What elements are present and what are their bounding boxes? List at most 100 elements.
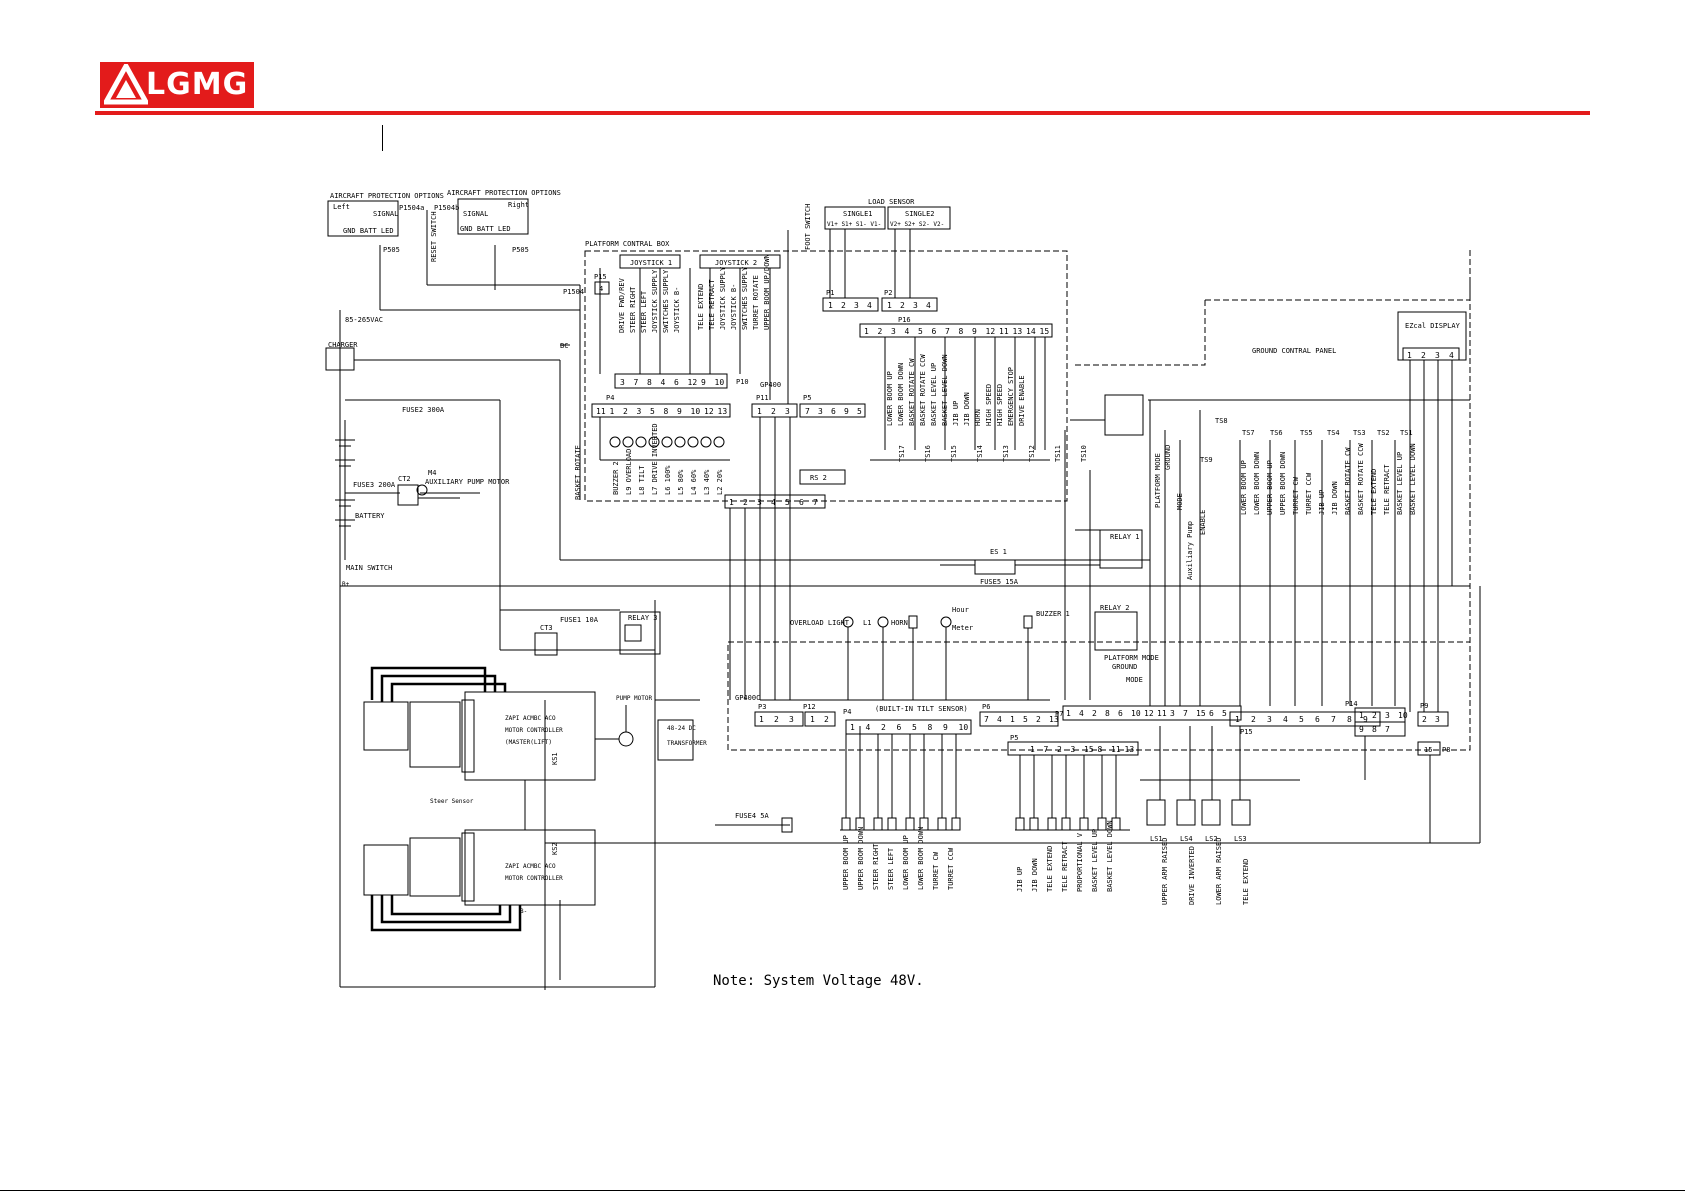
- fuse2-label: FUSE2 300A: [402, 406, 445, 414]
- p14-top-pin-1: 2: [1372, 711, 1377, 720]
- ct3-label: CT3: [540, 624, 553, 632]
- ls1-label: LS1: [1150, 835, 1163, 843]
- ground-switch-func-6: JIB UP: [1318, 490, 1326, 515]
- p16-pin-13: 15: [1040, 327, 1050, 336]
- p8-pin: 15: [1424, 746, 1432, 754]
- hour-meter-label-1: Hour: [952, 606, 969, 614]
- p12-label: P12: [803, 703, 816, 711]
- relay3-label: RELAY 3: [628, 614, 658, 622]
- joystick1-func-4: SWITCHES SUPPLY: [662, 269, 670, 333]
- ezcal-pin-3: 4: [1449, 351, 1454, 360]
- p3-pin-0: 1: [759, 715, 764, 724]
- ts1-label: TS1: [1400, 429, 1413, 437]
- joystick2-func-2: JOYSTICK SUPPLY: [719, 266, 727, 330]
- buzzer1-label: BUZZER 1: [1036, 610, 1070, 618]
- joystick1-func-2: STEER LEFT: [640, 290, 648, 333]
- p7-pin-7: 11: [1157, 709, 1167, 718]
- p10-pin-7: 10: [715, 378, 725, 387]
- relay2-label: RELAY 2: [1100, 604, 1130, 612]
- valve-func-left-1: UPPER BOOM DOWN: [857, 827, 865, 890]
- platform-switch-func-5: BASKET LEVEL DOWN: [941, 354, 949, 426]
- horn-label: HORN: [891, 619, 908, 627]
- p15b-pin-6: 7: [1331, 715, 1336, 724]
- es1-label: ES 1: [990, 548, 1007, 556]
- ks1-label: KS1: [551, 752, 559, 765]
- gp400-label: GP400: [760, 381, 781, 389]
- p16-pin-11: 13: [1013, 327, 1023, 336]
- p4-pin-8: 12: [704, 407, 714, 416]
- ground-switch-func-13: BASKET LEVEL DOWN: [1409, 443, 1417, 515]
- platform-switch-func-1: LOWER BOOM DOWN: [897, 363, 905, 426]
- p4b-pin-0: 1: [850, 723, 855, 732]
- rs-pin-3: 4: [771, 498, 776, 507]
- ts8-label: TS8: [1215, 417, 1228, 425]
- valve-func-left-7: TURRET CCW: [947, 847, 955, 890]
- p7-pin-10: 15: [1196, 709, 1206, 718]
- valve-func-right-5: BASKET LEVEL UP: [1091, 829, 1099, 892]
- ground-switch-func-10: TELE EXTEND: [1370, 469, 1378, 515]
- platform-mode-label-1: PLATFORM MODE: [1154, 453, 1162, 508]
- ground-switch-func-9: BASKET ROTATE CCW: [1357, 443, 1365, 515]
- relay1-label: RELAY 1: [1110, 533, 1140, 541]
- b-plus-label: B+: [342, 581, 350, 588]
- p7-pin-12: 5: [1222, 709, 1227, 718]
- platform-switch-func-6: JIB UP: [952, 401, 960, 426]
- joystick2-func-6: UPPER BOOM UP/DOWN: [763, 254, 771, 330]
- fuse1-label: FUSE1 10A: [560, 616, 599, 624]
- p11-pin-0: 1: [757, 407, 762, 416]
- indicator-func-4: L6 100%: [664, 465, 672, 495]
- zapi-master-line1: ZAPI ACMBC ACO: [505, 715, 556, 722]
- zapi-slave-line1: ZAPI ACMBC ACO: [505, 863, 556, 870]
- zapi-master-line2: MOTOR CONTROLLER: [505, 727, 563, 734]
- fuse4-label: FUSE4 5A: [735, 812, 770, 820]
- single2-pins: V2+ S2+ S2- V2-: [890, 221, 944, 228]
- left-label: Left: [333, 203, 350, 211]
- joystick1-func-1: STEER RIGHT: [629, 286, 637, 333]
- p7-pin-8: 3: [1170, 709, 1175, 718]
- p11-label: P11: [756, 394, 769, 402]
- valve-func-right-6: BASKET LEVEL DOWN: [1106, 820, 1114, 892]
- ground-switch-func-3: UPPER BOOM DOWN: [1279, 452, 1287, 515]
- p2-label: P2: [884, 289, 892, 297]
- transformer-label-2: TRANSFORMER: [667, 740, 707, 747]
- p7-pin-3: 8: [1105, 709, 1110, 718]
- p11-pin-1: 2: [771, 407, 776, 416]
- valve-func-left-6: TURRET CW: [932, 851, 940, 890]
- zapi-slave-line2: MOTOR CONTROLLER: [505, 875, 563, 882]
- platform-control-box-label: PLATFORM CONTRAL BOX: [585, 240, 670, 248]
- valve-func-left-3: STEER LEFT: [887, 847, 895, 890]
- p7-pin-6: 12: [1144, 709, 1154, 718]
- rs-pin-6: 7: [813, 498, 818, 507]
- indicator-func-5: L5 80%: [677, 469, 685, 495]
- p10-pin-3: 4: [661, 378, 666, 387]
- platform-switch-func-7: JIB DOWN: [963, 392, 971, 426]
- p4-pin-4: 5: [650, 407, 655, 416]
- p5b-pin-7: 13: [1125, 745, 1135, 754]
- p10-pin-2: 8: [647, 378, 652, 387]
- p7-pin-4: 6: [1118, 709, 1123, 718]
- signal-left: SIGNAL: [373, 210, 398, 218]
- p5-pin-0: 7: [805, 407, 810, 416]
- p16-label: P16: [898, 316, 911, 324]
- p15b-pin-4: 5: [1299, 715, 1304, 724]
- platform-switch-func-4: BASKET LEVEL UP: [930, 363, 938, 426]
- signal-right: SIGNAL: [463, 210, 488, 218]
- platform-switch-func-2: BASKET ROTATE CW: [908, 358, 916, 426]
- limit-func-1: DRIVE INVERTED: [1188, 846, 1196, 905]
- p12-pin-1: 2: [824, 715, 829, 724]
- joystick2-func-5: TURRET ROTATE: [752, 275, 760, 330]
- p4-pin-1: 1: [610, 407, 615, 416]
- p5-label: P5: [803, 394, 811, 402]
- ground-switch-func-1: LOWER BOOM DOWN: [1253, 452, 1261, 515]
- ls2-label: LS2: [1205, 835, 1218, 843]
- schematic-labels: AIRCRAFT PROTECTION OPTIONS AIRCRAFT PRO…: [328, 189, 1461, 989]
- p4b-pin-3: 6: [897, 723, 902, 732]
- mode-label-2: MODE: [1126, 676, 1143, 684]
- ground-panel-outline: [727, 250, 1471, 751]
- p4b-pin-4: 5: [912, 723, 917, 732]
- single1-pins: V1+ S1+ S1- V1-: [827, 221, 881, 228]
- limit-func-0: UPPER ARM RAISED: [1161, 838, 1169, 905]
- p15b-pin-0: 1: [1235, 715, 1240, 724]
- p1504b-label: P1504b: [434, 204, 459, 212]
